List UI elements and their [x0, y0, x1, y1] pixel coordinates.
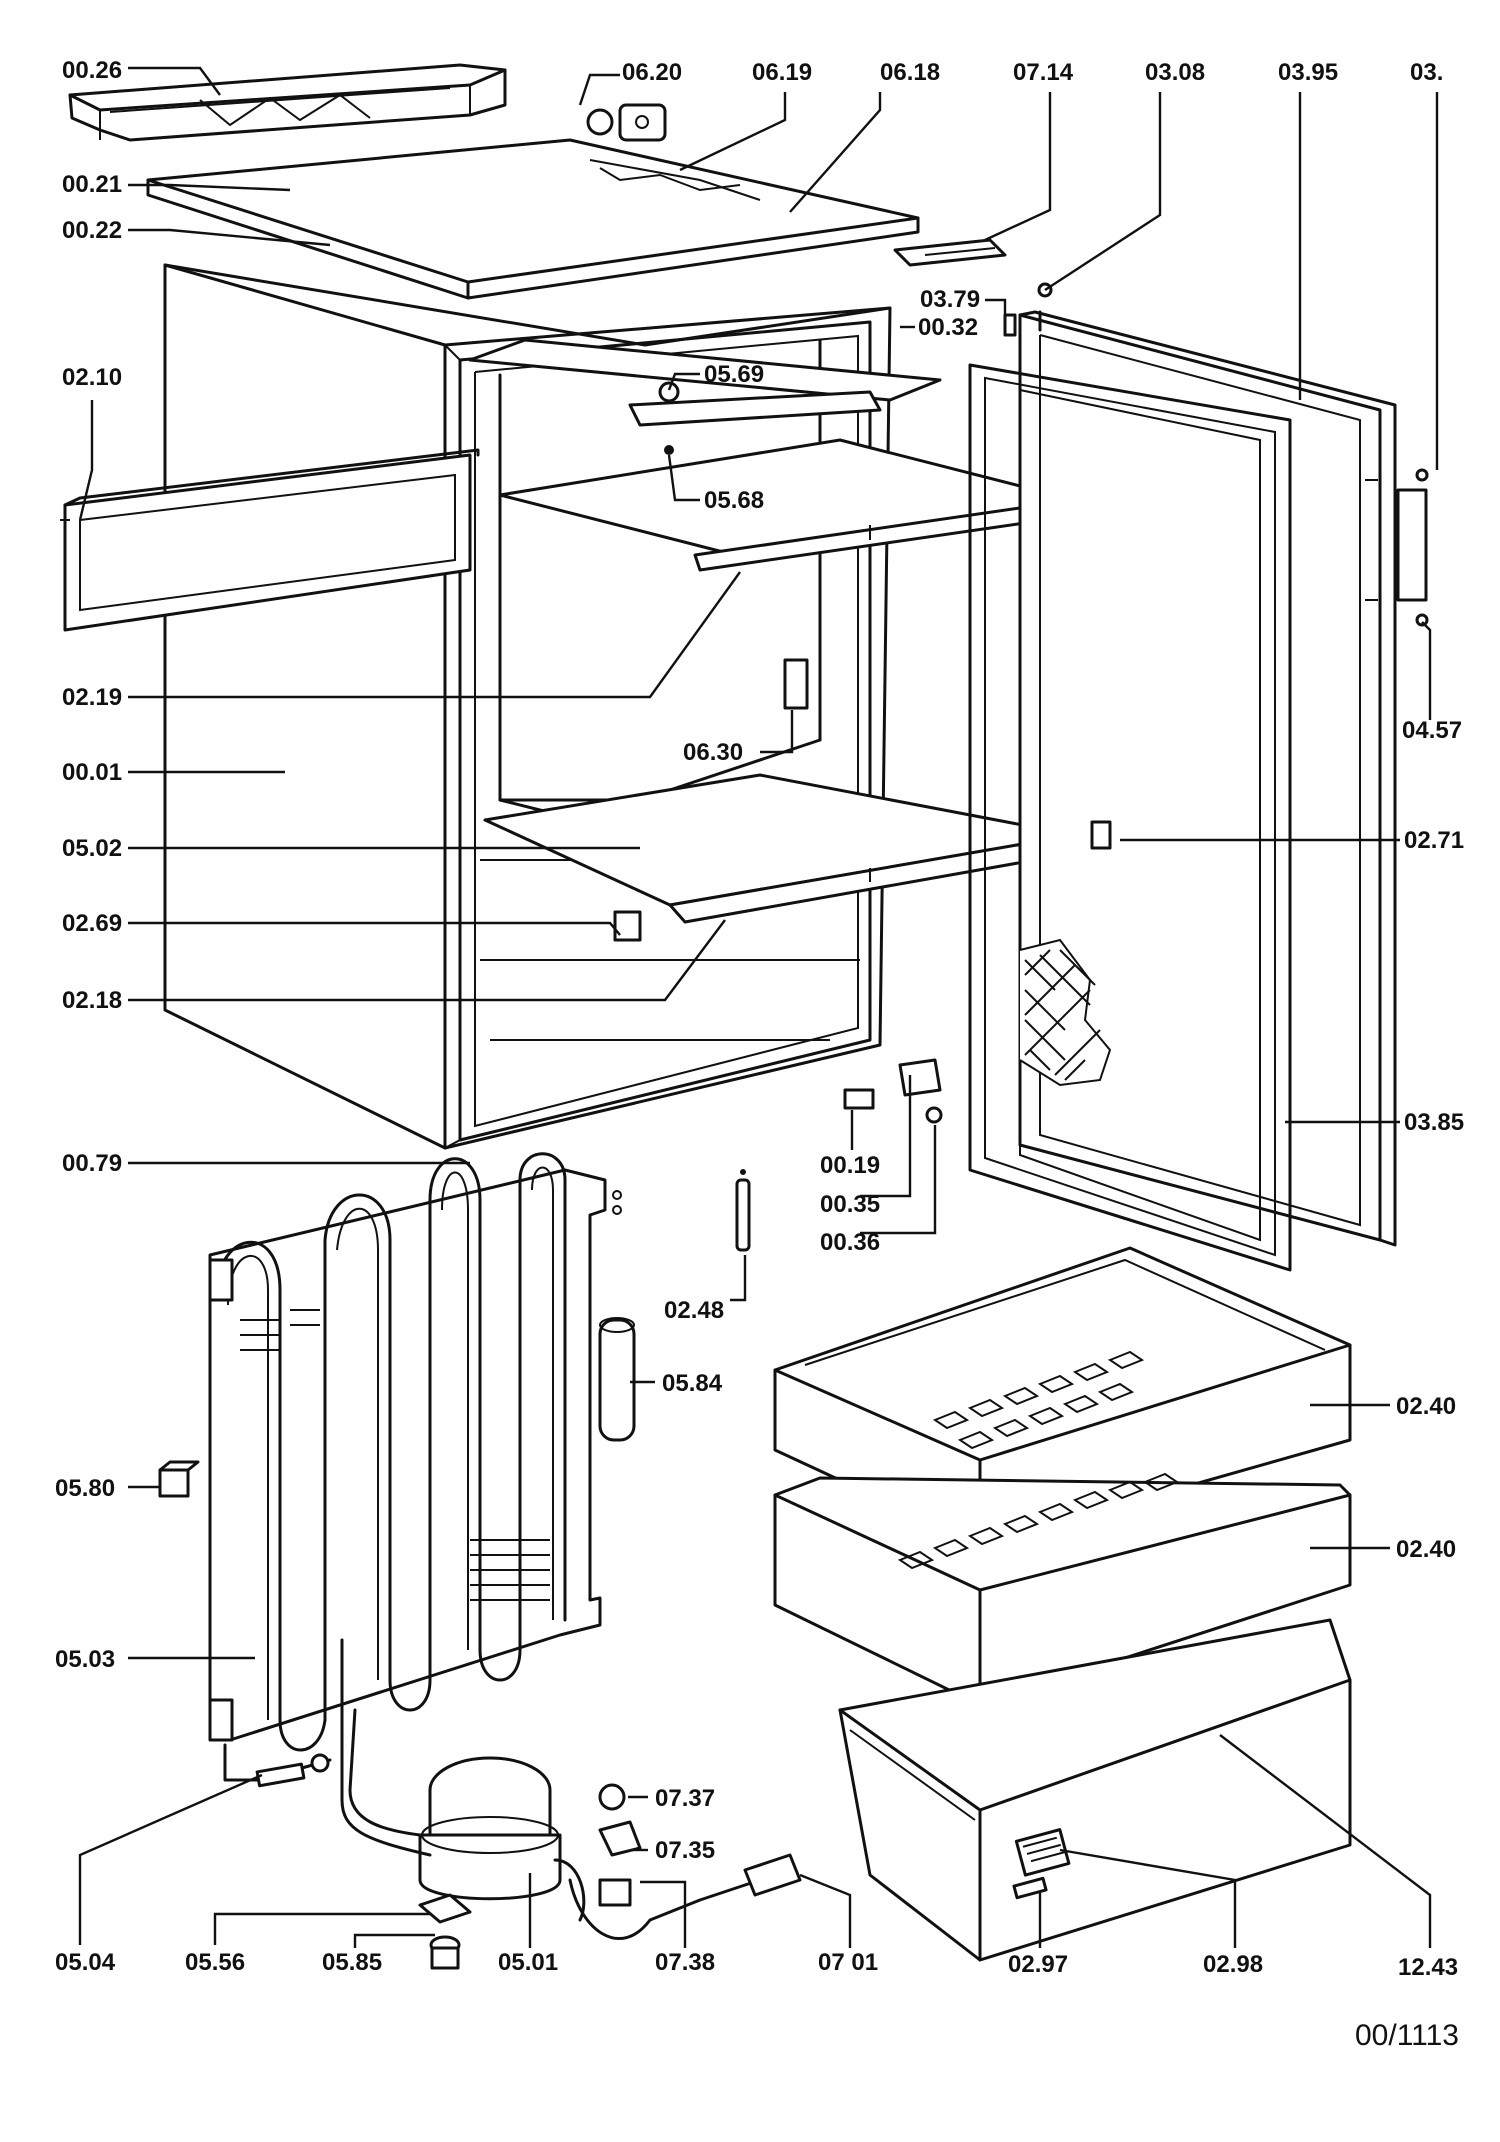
label-0620: 06.20 — [622, 59, 682, 86]
label-0714: 07.14 — [1013, 59, 1074, 86]
label-0269: 02.69 — [62, 910, 122, 937]
label-0240b: 02.40 — [1396, 1536, 1456, 1563]
label-0569: 05.69 — [704, 361, 764, 388]
label-0248: 02.48 — [664, 1297, 724, 1324]
label-0735: 07.35 — [655, 1837, 715, 1864]
label-0502: 05.02 — [62, 835, 122, 862]
condenser-part — [208, 1152, 622, 1752]
label-0308: 03.08 — [1145, 59, 1205, 86]
label-0738: 07.38 — [655, 1949, 715, 1976]
drier-filter-part — [223, 1743, 332, 1788]
small-bracket-part — [1003, 313, 1112, 850]
drain-tube-part — [598, 1317, 636, 1442]
thermostat-capillary-part — [735, 1169, 751, 1252]
label-0618: 06.18 — [880, 59, 940, 86]
label-0026: 00.26 — [62, 57, 122, 84]
glass-shelf-lower-part — [483, 773, 1082, 924]
part-labels: 00.26 06.20 06.19 06.18 07.14 03.08 03.9… — [55, 57, 1464, 1981]
label-0501: 05.01 — [498, 1949, 558, 1976]
label-1243: 12.43 — [1398, 1954, 1458, 1981]
label-0297: 02.97 — [1008, 1951, 1068, 1978]
adjustable-feet-part — [843, 1058, 943, 1124]
label-0619: 06.19 — [752, 59, 812, 86]
label-0568: 05.68 — [704, 487, 764, 514]
door-gasket-part — [968, 363, 1292, 1272]
label-0210: 02.10 — [62, 364, 122, 391]
hinge-cover-part — [68, 63, 507, 142]
label-0079: 00.79 — [62, 1150, 122, 1177]
label-0019: 00.19 — [820, 1152, 880, 1179]
label-0240a: 02.40 — [1396, 1393, 1456, 1420]
leader-lines — [78, 66, 1439, 1948]
front-panel-part — [60, 448, 480, 632]
electrical-relay-part — [568, 1783, 802, 1940]
label-0218: 02.18 — [62, 987, 122, 1014]
label-0032: 00.32 — [918, 314, 978, 341]
label-0271: 02.71 — [1404, 827, 1464, 854]
label-0385: 03.85 — [1404, 1109, 1464, 1136]
label-0021: 00.21 — [62, 171, 122, 198]
bottom-drawer-part — [838, 1618, 1352, 1962]
thermostat-part — [586, 103, 667, 142]
label-0504: 05.04 — [55, 1949, 116, 1976]
label-0379: 03.79 — [920, 286, 980, 313]
label-03: 03. — [1410, 59, 1443, 86]
terminal-block-part — [158, 1460, 200, 1498]
compressor-part — [340, 1638, 586, 1922]
label-0701: 07 01 — [818, 1949, 878, 1976]
label-0556: 05.56 — [185, 1949, 245, 1976]
door-latch-part — [613, 910, 642, 942]
label-0503: 05.03 — [55, 1646, 115, 1673]
label-0395: 03.95 — [1278, 59, 1338, 86]
upper-shelf-part — [468, 338, 942, 455]
label-0457: 04.57 — [1402, 717, 1462, 744]
label-0219: 02.19 — [62, 684, 122, 711]
lamp-switch-part — [783, 658, 809, 710]
label-0737: 07.37 — [655, 1785, 715, 1812]
label-0022: 00.22 — [62, 217, 122, 244]
upper-crisper-drawer-part — [773, 1246, 1352, 1547]
label-0035: 00.35 — [820, 1191, 880, 1218]
label-0001: 00.01 — [62, 759, 122, 786]
drawing-reference-number: 00/1113 — [1355, 2019, 1459, 2052]
compressor-grommets-part — [418, 1893, 472, 1970]
label-0580: 05.80 — [55, 1475, 115, 1502]
worktop-part — [146, 138, 920, 300]
label-0630: 06.30 — [683, 739, 743, 766]
label-0584: 05.84 — [662, 1370, 723, 1397]
label-0298: 02.98 — [1203, 1951, 1263, 1978]
door-handle-strip-part — [893, 238, 1007, 267]
label-0585: 05.85 — [322, 1949, 382, 1976]
label-0036: 00.36 — [820, 1229, 880, 1256]
door-part — [1018, 310, 1429, 1247]
